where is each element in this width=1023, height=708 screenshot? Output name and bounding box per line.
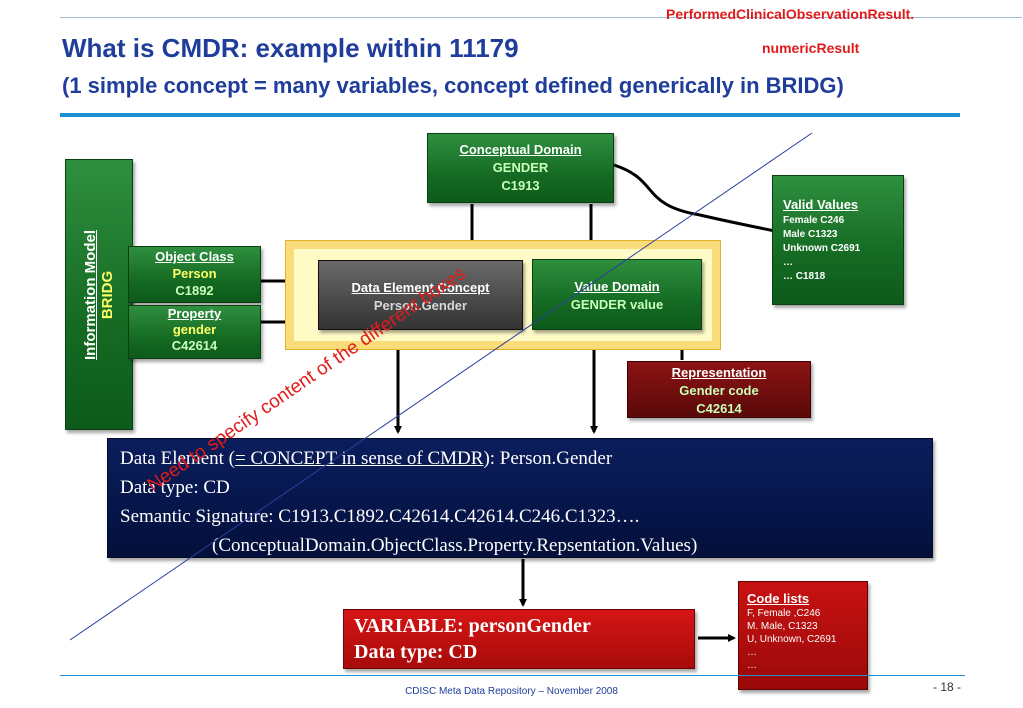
variable-name: VARIABLE: personGender <box>354 615 591 637</box>
conceptual-domain-box: Conceptual Domain GENDER C1913 <box>427 133 614 203</box>
code-list-item: M. Male, C1323 <box>747 621 818 632</box>
information-model-label: Information Model <box>82 229 99 360</box>
object-class-box: Object Class Person C1892 <box>128 246 261 303</box>
code-lists-box: Code lists F, Female ,C246 M. Male, C132… <box>738 581 868 690</box>
value-domain-label: Value Domain <box>574 279 660 294</box>
valid-value-item: Male C1323 <box>783 229 838 240</box>
conceptual-domain-label: Conceptual Domain <box>459 142 582 157</box>
annotation-attribute-name: numericResult <box>762 40 860 56</box>
code-list-item: … <box>747 660 757 671</box>
representation-code: C42614 <box>696 401 742 416</box>
data-element-box: Data Element (= CONCEPT in sense of CMDR… <box>107 438 933 558</box>
code-list-item: … <box>747 647 757 658</box>
conceptual-domain-code: C1913 <box>501 178 540 193</box>
top-rule <box>60 17 1022 18</box>
variable-box: VARIABLE: personGender Data type: CD <box>343 609 695 669</box>
object-class-label: Object Class <box>155 249 234 264</box>
footer-rule <box>60 675 965 676</box>
slide-title: What is CMDR: example within 11179 <box>62 33 519 63</box>
annotation-class-name: PerformedClinicalObservationResult. <box>666 6 915 22</box>
title-rule <box>60 113 960 117</box>
value-domain-value: GENDER value <box>570 297 664 312</box>
code-lists-label: Code lists <box>747 591 810 606</box>
representation-box: Representation Gender code C42614 <box>627 361 811 418</box>
code-list-item: F, Female ,C246 <box>747 608 821 619</box>
property-box: Property gender C42614 <box>128 305 261 359</box>
information-model-box: Information Model BRIDG <box>65 159 133 430</box>
representation-value: Gender code <box>679 383 759 398</box>
object-class-value: Person <box>172 266 217 281</box>
valid-value-item: Female C246 <box>783 215 845 226</box>
variable-data-type: Data type: CD <box>354 641 478 663</box>
valid-values-box: Valid Values Female C246 Male C1323 Unkn… <box>772 175 904 305</box>
valid-value-item: … C1818 <box>783 271 826 282</box>
valid-value-item: Unknown C2691 <box>783 243 861 254</box>
property-code: C42614 <box>171 338 218 353</box>
valid-values-label: Valid Values <box>783 197 859 212</box>
bridg-label: BRIDG <box>99 270 116 319</box>
semantic-signature-legend: (ConceptualDomain.ObjectClass.Property.R… <box>212 535 698 556</box>
arrow-cd-to-valid-values <box>613 163 782 235</box>
footer-text: CDISC Meta Data Repository – November 20… <box>405 686 618 697</box>
representation-label: Representation <box>671 365 767 380</box>
slide-subtitle: (1 simple concept = many variables, conc… <box>62 73 844 98</box>
data-element-data-type: Data type: CD <box>120 477 230 498</box>
value-domain-box: Value Domain GENDER value <box>532 259 702 330</box>
property-value: gender <box>172 322 217 337</box>
page-number: - 18 - <box>932 680 961 694</box>
code-list-item: U, Unknown, C2691 <box>747 634 837 645</box>
conceptual-domain-value: GENDER <box>492 160 549 175</box>
object-class-code: C1892 <box>175 283 214 298</box>
valid-value-item: … <box>783 257 793 268</box>
concept-definition-link: = CONCEPT in sense of CMDR <box>235 448 484 469</box>
property-label: Property <box>167 306 222 321</box>
data-element-suffix: ): Person.Gender <box>483 448 613 469</box>
semantic-signature: Semantic Signature: C1913.C1892.C42614.C… <box>120 506 640 527</box>
